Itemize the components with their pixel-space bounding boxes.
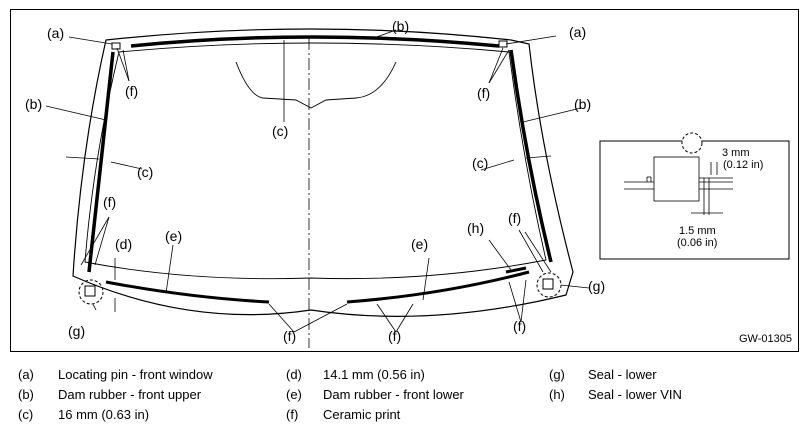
windshield-drawing xyxy=(45,28,790,348)
dam-rubber-right xyxy=(509,49,553,263)
callout-e-right: (e) xyxy=(411,236,429,252)
legend-key-g: (g) xyxy=(549,367,565,382)
callout-a-right: (a) xyxy=(569,24,587,40)
legend-key-f: (f) xyxy=(286,407,299,422)
legend-key-e: (e) xyxy=(286,387,302,402)
callout-b-left: (b) xyxy=(25,96,43,112)
locating-pin-right xyxy=(498,40,508,48)
legend-text-c: 16 mm (0.63 in) xyxy=(58,407,150,422)
callout-f-left: (f) xyxy=(103,194,117,210)
mirror-area xyxy=(235,61,397,109)
dam-rubber-lower-left xyxy=(105,280,270,304)
callout-b-top: (b) xyxy=(392,18,410,34)
callout-e-left: (e) xyxy=(165,228,183,244)
legend-text-e: Dam rubber - front lower xyxy=(323,387,464,402)
legend-text-b: Dam rubber - front upper xyxy=(58,387,202,402)
detail-dim-top: 3 mm xyxy=(722,147,750,159)
legend-key-h: (h) xyxy=(549,387,565,402)
figure-code: GW-01305 xyxy=(739,333,792,345)
callout-g-left: (g) xyxy=(68,323,86,339)
dam-rubber-upper xyxy=(130,35,500,48)
callout-a-left: (a) xyxy=(47,25,65,41)
callout-c-right: (c) xyxy=(472,155,489,171)
detail-dim-bottom: 1.5 mm xyxy=(679,225,716,237)
legend-text-h: Seal - lower VIN xyxy=(588,387,682,402)
seal-lower-vin xyxy=(505,266,527,274)
legend-key-a: (a) xyxy=(18,367,34,382)
legend-key-d: (d) xyxy=(286,367,302,382)
locating-pin-left xyxy=(111,42,121,50)
callout-c-left: (c) xyxy=(137,164,154,180)
detail-dim-bottom-in: (0.06 in) xyxy=(677,237,718,249)
callout-b-right: (b) xyxy=(574,96,592,112)
callout-g-right: (g) xyxy=(588,278,606,294)
detail-circle xyxy=(681,132,703,154)
legend-key-b: (b) xyxy=(18,387,34,402)
callout-c-top: (c) xyxy=(272,123,289,139)
seal-lower-right-circle xyxy=(536,272,562,298)
legend-text-a: Locating pin - front window xyxy=(58,367,213,382)
callout-f-upper-right: (f) xyxy=(477,85,491,101)
legend-text-f: Ceramic print xyxy=(323,407,401,422)
legend-key-c: (c) xyxy=(18,407,34,422)
leader-lines xyxy=(45,29,590,333)
callout-f-bottom-right: (f) xyxy=(513,318,527,334)
callout-d: (d) xyxy=(115,236,133,252)
callout-f-upper-left: (f) xyxy=(125,83,139,99)
glass-outline xyxy=(72,28,574,317)
callout-f-bottom-mid: (f) xyxy=(388,328,402,344)
seal-lower-left-circle xyxy=(78,279,104,305)
ceramic-print-boundary xyxy=(84,42,547,280)
dam-rubber-left xyxy=(87,51,115,273)
callout-f-right: (f) xyxy=(508,210,522,226)
detail-dim-top-in: (0.12 in) xyxy=(723,159,764,171)
detail-drawing xyxy=(624,156,733,215)
callout-f-bottom-left: (f) xyxy=(283,328,297,344)
legend-text-d: 14.1 mm (0.56 in) xyxy=(323,367,425,382)
dam-rubber-lower-right xyxy=(346,270,530,304)
callout-h: (h) xyxy=(467,220,485,236)
legend-text-g: Seal - lower xyxy=(588,367,657,382)
windshield-diagram: (a) (f) (b) (a) (f) (b) (b) (c) (c) (c) … xyxy=(10,9,799,352)
